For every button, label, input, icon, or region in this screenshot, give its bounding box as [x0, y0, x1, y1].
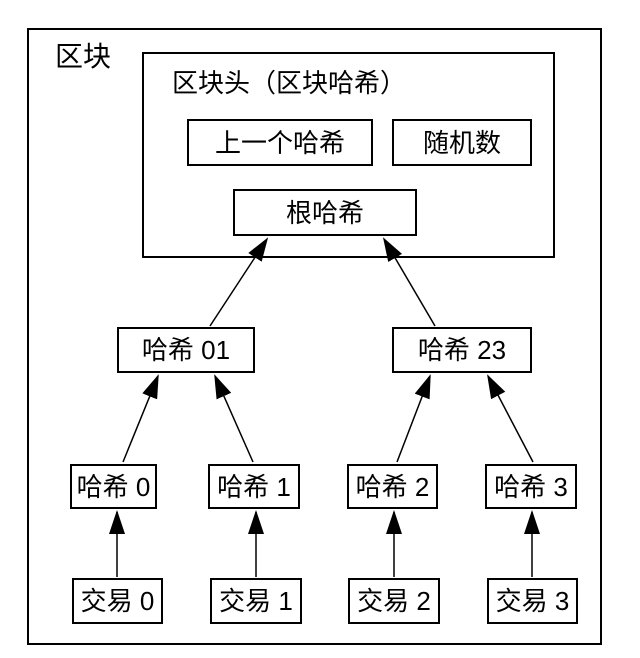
prev-hash-label: 上一个哈希 [214, 127, 345, 158]
hash01-label: 哈希 01 [141, 335, 231, 365]
hash23-label: 哈希 23 [417, 335, 507, 365]
transaction2-label: 交易 2 [357, 586, 431, 616]
nonce-label: 随机数 [422, 127, 501, 158]
hash23-box: 哈希 23 [392, 327, 532, 373]
hash3-label: 哈希 3 [494, 471, 568, 502]
transaction1-box: 交易 1 [210, 578, 302, 624]
hash0-label: 哈希 0 [76, 471, 151, 502]
nonce-box: 随机数 [392, 119, 532, 166]
hash2-label: 哈希 2 [355, 471, 430, 502]
transaction0-box: 交易 0 [72, 578, 163, 624]
prev-hash-box: 上一个哈希 [187, 119, 373, 166]
transaction3-box: 交易 3 [487, 578, 578, 624]
transaction2-box: 交易 2 [348, 578, 440, 624]
hash0-box: 哈希 0 [70, 464, 157, 509]
hash2-box: 哈希 2 [347, 464, 438, 509]
transaction1-label: 交易 1 [219, 586, 293, 616]
block-header-title: 区块头（区块哈希） [172, 68, 407, 98]
root-hash-box: 根哈希 [233, 189, 417, 236]
root-hash-label: 根哈希 [285, 197, 364, 228]
transaction0-label: 交易 0 [80, 586, 155, 616]
hash01-box: 哈希 01 [117, 327, 255, 373]
block-title: 区块 [55, 41, 112, 72]
hash3-box: 哈希 3 [485, 464, 577, 509]
transaction3-label: 交易 3 [495, 586, 570, 616]
hash1-box: 哈希 1 [208, 464, 300, 509]
hash1-label: 哈希 1 [217, 471, 291, 502]
